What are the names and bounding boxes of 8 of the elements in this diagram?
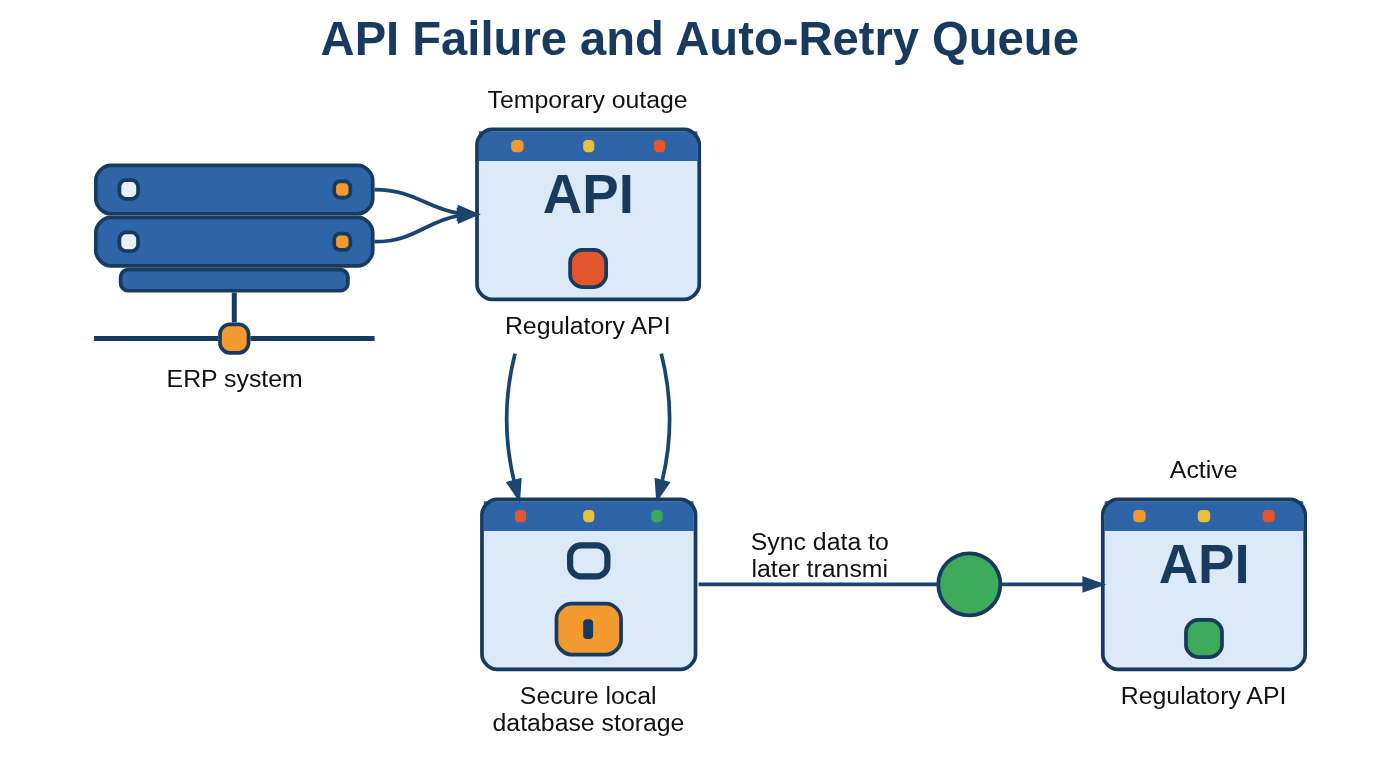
node-label: Regulatory API — [504, 311, 671, 339]
node-label: ERP system — [166, 364, 303, 392]
diagram-title: API Failure and Auto-Retry Queue — [320, 11, 1079, 65]
node-label: Temporary outage — [487, 85, 688, 113]
node-label: Secure local database storage — [492, 681, 684, 736]
node-label: Active — [1169, 455, 1237, 483]
edge-label: Sync data to later transmi — [750, 527, 889, 582]
node-label: Regulatory API — [1120, 681, 1286, 709]
